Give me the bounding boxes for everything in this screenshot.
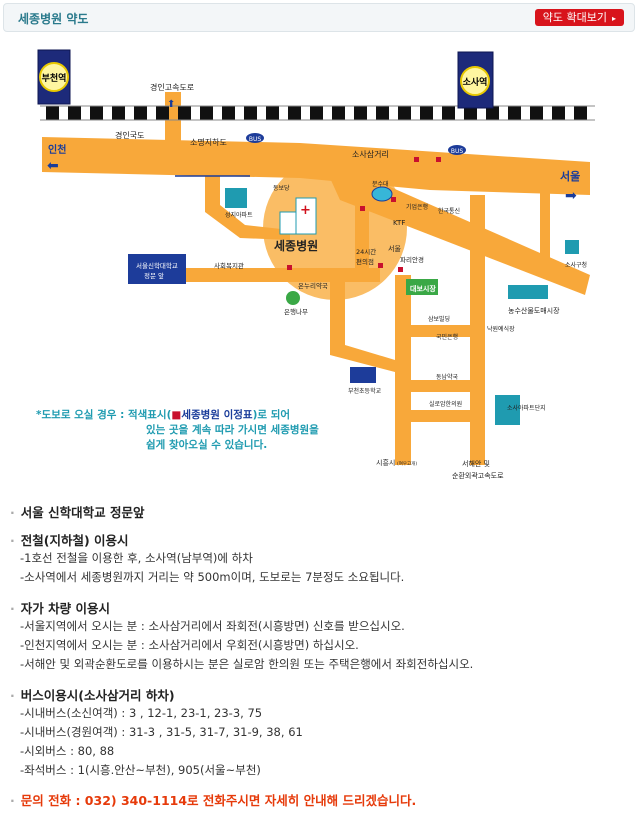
- svg-text:소사역: 소사역: [463, 76, 488, 88]
- svg-text:낙원예식장: 낙원예식장: [487, 325, 515, 333]
- directions-map: 부천역 소사역 ⬅ ➡ ⬆ + BUS BUS 경인고속도로 경인국도 소명지하…: [36, 49, 595, 480]
- svg-text:(여우고개): (여우고개): [397, 460, 417, 467]
- svg-text:있는 곳을 계속 따라 가시면 세종병원을: 있는 곳을 계속 따라 가시면 세종병원을: [146, 423, 319, 436]
- svg-text:동보당: 동보당: [273, 184, 290, 192]
- svg-text:*도보로 오실 경우 : 적색표시(■세종병원 이정표)로: *도보로 오실 경우 : 적색표시(■세종병원 이정표)로 되어: [36, 408, 290, 421]
- svg-text:서울: 서울: [388, 244, 401, 253]
- svg-text:대보시장: 대보시장: [410, 284, 436, 293]
- svg-text:정문 앞: 정문 앞: [144, 271, 164, 280]
- svg-text:24시간: 24시간: [356, 247, 376, 256]
- svg-text:경인국도: 경인국도: [115, 130, 144, 140]
- svg-text:삼보빌딩: 삼보빌딩: [428, 315, 450, 323]
- hospital-building-icon: +: [279, 197, 317, 235]
- contact-section: 문의 전화 : 032) 340-1114로 전화주시면 자세히 안내해 드리겠…: [10, 790, 416, 809]
- svg-text:KTF: KTF: [393, 219, 405, 227]
- svg-text:시흥시: 시흥시: [376, 458, 395, 467]
- svg-text:사회복지관: 사회복지관: [214, 261, 244, 270]
- svg-text:성지아파트: 성지아파트: [225, 211, 253, 219]
- svg-text:쉽게 찾아오실 수 있습니다.: 쉽게 찾아오실 수 있습니다.: [146, 438, 267, 451]
- svg-text:동남약국: 동남약국: [436, 373, 459, 381]
- svg-text:BUS: BUS: [451, 148, 464, 155]
- svg-text:경인고속도로: 경인고속도로: [150, 82, 194, 92]
- svg-text:서울신학대학교: 서울신학대학교: [136, 261, 178, 270]
- tree-icon: [286, 291, 300, 305]
- svg-text:BUS: BUS: [249, 136, 262, 143]
- railway: [40, 106, 595, 120]
- arrow-right-icon: ➡: [565, 188, 577, 204]
- subway-section: 전철(지하철) 이용시 -1호선 전철을 이용한 후, 소사역(남부역)에 하차…: [10, 530, 404, 587]
- svg-text:부천역: 부천역: [42, 72, 67, 84]
- enlarge-map-button[interactable]: 약도 확대보기 ▸: [534, 9, 624, 26]
- svg-text:부천초등학교: 부천초등학교: [348, 387, 382, 395]
- school-buildings: [128, 254, 376, 383]
- svg-text:+: +: [300, 203, 311, 218]
- bus-stop-icon: BUS: [246, 133, 264, 143]
- enlarge-map-label: 약도 확대보기: [542, 11, 607, 24]
- page-title: 세종병원 약도: [18, 12, 89, 26]
- svg-text:소사삼거리: 소사삼거리: [352, 149, 389, 159]
- svg-text:분수대: 분수대: [372, 180, 389, 188]
- arrow-left-icon: ⬅: [47, 158, 59, 174]
- svg-text:서울: 서울: [560, 169, 580, 183]
- svg-text:소사아파트단지: 소사아파트단지: [507, 404, 546, 412]
- svg-text:인천: 인천: [48, 143, 66, 156]
- svg-text:기업은행: 기업은행: [406, 203, 428, 211]
- section-header: 세종병원 약도 약도 확대보기 ▸: [3, 3, 635, 32]
- svg-text:농수산물도매시장: 농수산물도매시장: [508, 306, 560, 315]
- car-section: 자가 차량 이용시 -서울지역에서 오시는 분 : 소사삼거리에서 좌회전(시흥…: [10, 598, 473, 674]
- arrow-right-icon: ▸: [611, 14, 616, 23]
- svg-text:소사구청: 소사구청: [565, 261, 587, 269]
- svg-text:국민은행: 국민은행: [436, 333, 458, 341]
- bus-section: 버스이용시(소사삼거리 하차) -시내버스(소신여객) : 3 , 12-1, …: [10, 685, 303, 780]
- sosa-station: 소사역: [457, 51, 494, 109]
- svg-text:서해안 및: 서해안 및: [462, 459, 490, 468]
- seminary-section: 서울 신학대학교 정문앞: [10, 502, 145, 521]
- roads: [42, 92, 590, 465]
- svg-text:온누리약국: 온누리약국: [298, 281, 328, 290]
- daebo-market-sign: [406, 279, 438, 295]
- hospital-signposts: [287, 157, 441, 272]
- svg-text:순환외곽고속도로: 순환외곽고속도로: [452, 471, 504, 480]
- arrow-up-icon: ⬆: [167, 99, 175, 110]
- map-labels: 경인고속도로 경인국도 소명지하도 인천 서울 소사삼거리 동보당 성지아파트 …: [48, 82, 587, 480]
- bucheon-station: 부천역: [37, 49, 71, 105]
- svg-text:은행나무: 은행나무: [284, 307, 308, 316]
- svg-text:파리안경: 파리안경: [400, 255, 424, 264]
- svg-text:실로암한의원: 실로암한의원: [429, 400, 462, 408]
- svg-text:편의점: 편의점: [356, 257, 374, 266]
- svg-text:한국통신: 한국통신: [438, 207, 460, 215]
- svg-text:소명지하도: 소명지하도: [190, 137, 227, 147]
- building-icons: [225, 188, 579, 425]
- svg-text:세종병원: 세종병원: [274, 238, 318, 253]
- fountain-icon: [371, 186, 393, 202]
- bus-stop-icon: BUS: [448, 145, 466, 155]
- walking-note: *도보로 오실 경우 : 적색표시(■세종병원 이정표)로 되어 있는 곳을 계…: [36, 408, 319, 451]
